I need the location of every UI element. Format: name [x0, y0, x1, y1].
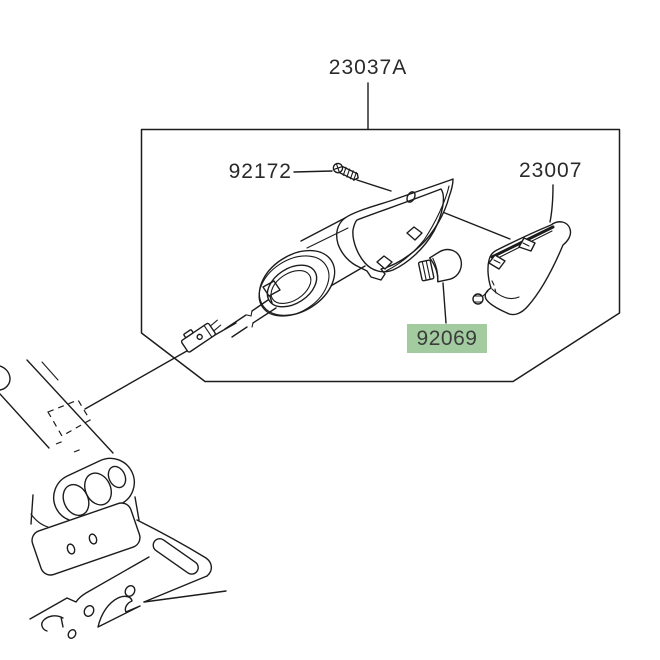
connector-drawing	[179, 314, 224, 352]
assembly-part-label: 23037A	[328, 56, 408, 79]
gasket-collar-drawing	[247, 237, 346, 329]
leader-lines	[85, 83, 553, 409]
bulb-leader-line	[443, 283, 446, 323]
screw-part-label: 92172	[228, 160, 292, 183]
lens-part-label: 23007	[519, 159, 583, 182]
bulb-drawing	[417, 247, 464, 285]
screw-drawing	[332, 162, 360, 182]
tail-bracket-drawing	[0, 360, 226, 640]
turn-signal-assembly-drawing	[179, 179, 453, 353]
lens-leader-line	[550, 185, 553, 222]
screw-part-leader-line	[357, 180, 391, 191]
screw-label-leader-line	[294, 171, 332, 172]
enclosure-box	[142, 130, 620, 382]
housing-cover-drawing	[337, 179, 453, 280]
lens-drawing	[473, 222, 571, 315]
mount-stem-drawing	[225, 300, 276, 337]
bulb-part-label-highlighted[interactable]: 92069	[407, 324, 487, 353]
